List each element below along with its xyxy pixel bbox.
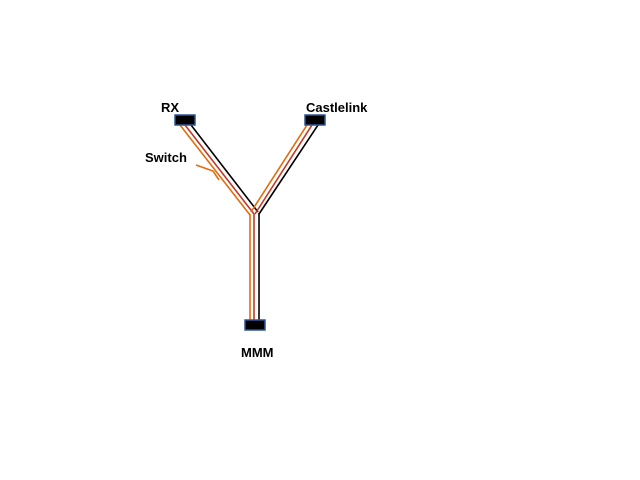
- rx-ground-wire: [190, 124, 259, 213]
- castlelink-ground-wire: [258, 124, 319, 215]
- mmm-label: MMM: [241, 345, 274, 360]
- castlelink-label: Castlelink: [306, 100, 368, 115]
- rx-signal-wire: [179, 124, 251, 216]
- mmm-connector: [244, 319, 266, 331]
- rx-connector: [174, 114, 196, 126]
- switch-label: Switch: [145, 150, 187, 165]
- rx-power-wire: [184, 124, 255, 215]
- rx-label: RX: [161, 100, 180, 115]
- castlelink-power-wire: [254, 124, 313, 215]
- castlelink-connector: [304, 114, 326, 126]
- castlelink-signal-wire: [250, 124, 308, 213]
- switch-wire: [195, 164, 220, 181]
